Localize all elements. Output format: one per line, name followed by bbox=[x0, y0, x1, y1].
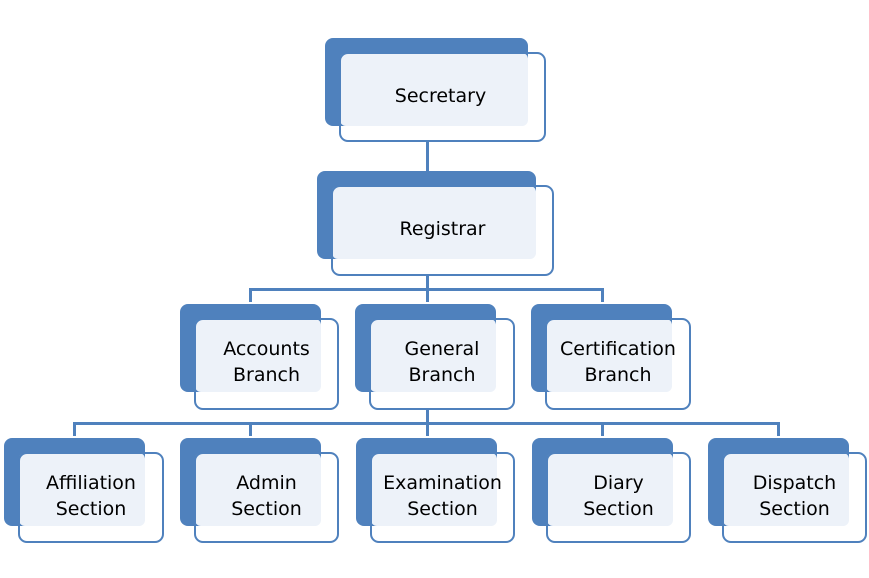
connector-to-accounts bbox=[249, 288, 252, 302]
node-label: Accounts Branch bbox=[223, 338, 310, 386]
connector-to-certification bbox=[601, 288, 604, 302]
node-label: General Branch bbox=[404, 338, 480, 386]
connector-registrar-down bbox=[426, 274, 429, 290]
node-label: Registrar bbox=[399, 218, 486, 240]
node-label: Secretary bbox=[394, 85, 487, 107]
connector-secretary-registrar bbox=[426, 140, 429, 176]
connector-to-dispatch bbox=[777, 422, 780, 436]
node-label: Examination Section bbox=[383, 472, 502, 520]
connector-to-affiliation bbox=[73, 422, 76, 436]
connector-to-admin bbox=[249, 422, 252, 436]
connector-to-examination bbox=[426, 422, 429, 436]
node-label: Affiliation Section bbox=[46, 472, 136, 520]
node-label: Diary Section bbox=[583, 472, 654, 520]
connector-general-down bbox=[426, 408, 429, 424]
connector-to-general bbox=[426, 288, 429, 302]
node-label: Certification Branch bbox=[560, 338, 676, 386]
node-label: Admin Section bbox=[231, 472, 302, 520]
node-label: Dispatch Section bbox=[752, 472, 837, 520]
connector-to-diary bbox=[601, 422, 604, 436]
